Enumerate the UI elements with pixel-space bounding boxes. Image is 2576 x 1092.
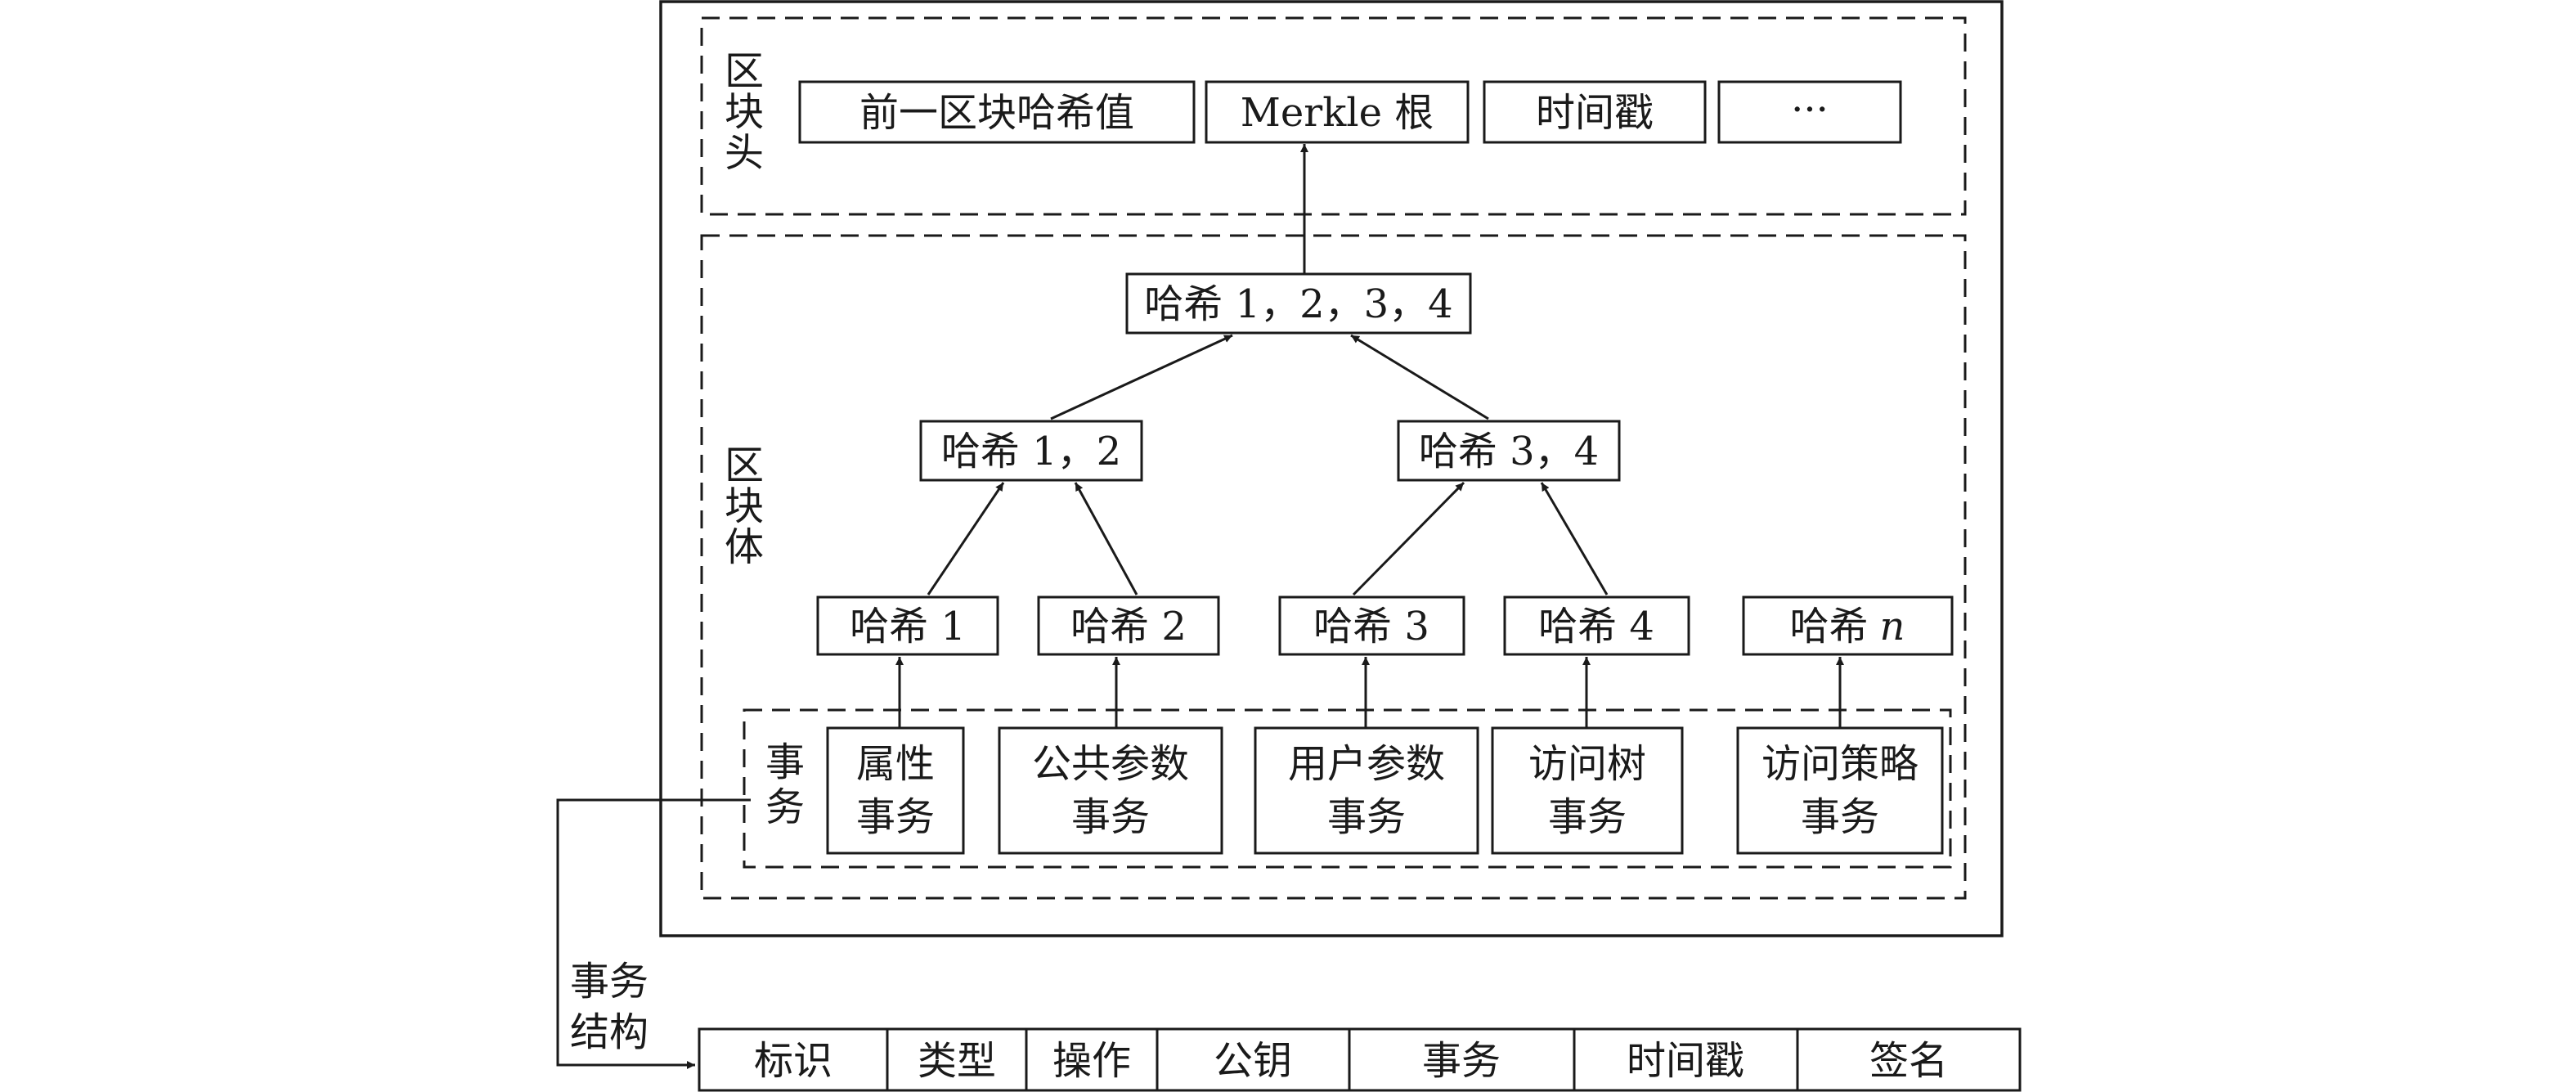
transaction-access-policy: 访问策略 事务 [1736, 726, 1944, 855]
record-field-public-key: 公钥 [1214, 1038, 1292, 1084]
transaction-structure-record: 标识 类型 操作 公钥 事务 时间戳 签名 [698, 1027, 2022, 1092]
record-field-type: 类型 [918, 1038, 996, 1084]
prev-hash-label: 前一区块哈希值 [859, 90, 1134, 136]
transaction-structure-label-line1: 事务 [570, 959, 648, 1004]
hash-34-box [1397, 420, 1621, 482]
record-field-timestamp-box [1573, 1027, 1799, 1092]
record-field-signature-box [1796, 1027, 2022, 1092]
block-body-label-char-2: 块 [725, 483, 764, 529]
transaction-user-params-line1: 用户参数 [1288, 741, 1445, 787]
hash-34-label: 哈希 3，4 [1419, 429, 1599, 474]
hash-1-box [816, 595, 999, 656]
transactions-label-char-2: 务 [765, 784, 805, 830]
edge-hash12-to-hash1234 [1050, 334, 1233, 420]
block-outer-frame [659, 0, 2004, 937]
hash-2-label: 哈希 2 [1070, 604, 1187, 649]
transaction-access-tree-box [1491, 726, 1684, 855]
transaction-public-params: 公共参数 事务 [998, 726, 1223, 855]
record-field-timestamp: 时间戳 [1627, 1038, 1744, 1084]
ellipsis-box [1717, 80, 1902, 144]
transaction-access-policy-line1: 访问策略 [1761, 741, 1919, 787]
transaction-attribute: 属性 事务 [826, 726, 965, 855]
block-body-frame [700, 234, 1967, 900]
edge-hash3-to-hash34 [1352, 481, 1465, 596]
merkle-root-box [1205, 80, 1470, 144]
block-body-section: 区 块 体 哈希 1，2，3，4 哈希 1，2 哈希 3，4 哈希 1 哈希 2… [700, 144, 1967, 900]
ellipsis-label: ··· [1791, 87, 1829, 133]
transaction-user-params-line2: 事务 [1327, 794, 1406, 840]
record-field-identifier: 标识 [754, 1038, 832, 1084]
transaction-user-params: 用户参数 事务 [1254, 726, 1479, 855]
transaction-public-params-box [998, 726, 1223, 855]
transaction-attribute-line2: 事务 [856, 794, 935, 840]
hash-2-box [1037, 595, 1220, 656]
hash-1234-label: 哈希 1，2，3，4 [1144, 281, 1452, 327]
block-body-label-char-1: 区 [725, 443, 764, 488]
transaction-access-tree-line1: 访问树 [1528, 741, 1646, 787]
record-field-operation: 操作 [1052, 1038, 1131, 1084]
block-body-label-char-3: 体 [725, 524, 764, 570]
hash-4-box [1503, 595, 1690, 656]
edge-hash34-to-hash1234 [1350, 334, 1489, 420]
transactions-label-char-1: 事 [765, 739, 805, 785]
hash-12-label: 哈希 1，2 [941, 429, 1121, 474]
transaction-structure-label-line2: 结构 [570, 1009, 648, 1055]
hash-12-box [919, 420, 1143, 482]
hash-n-box [1742, 595, 1954, 656]
record-field-signature: 签名 [1869, 1038, 1948, 1084]
edge-hash4-to-hash34 [1540, 482, 1609, 595]
transactions-section: 事 务 属性 事务 公共参数 事务 用户参数 事务 [743, 657, 1952, 869]
hash-1234-box [1125, 272, 1472, 335]
transaction-attribute-line1: 属性 [856, 741, 935, 787]
transaction-user-params-box [1254, 726, 1479, 855]
transaction-attribute-box [826, 726, 965, 855]
record-field-transaction-box [1348, 1027, 1576, 1092]
hash-n-prefix: 哈希 [1790, 604, 1869, 649]
prev-hash-box [798, 80, 1196, 144]
transaction-access-policy-box [1736, 726, 1944, 855]
block-header-label-char-1: 区 [725, 48, 764, 94]
hash-3-box [1278, 595, 1465, 656]
edge-hash1-to-hash12 [927, 482, 1005, 595]
record-field-transaction: 事务 [1422, 1038, 1501, 1084]
timestamp-box [1483, 80, 1707, 144]
hash-4-label: 哈希 4 [1538, 604, 1654, 649]
hash-3-label: 哈希 3 [1313, 604, 1429, 649]
transaction-access-policy-line2: 事务 [1801, 794, 1879, 840]
block-header-section: 区 块 头 前一区块哈希值 Merkle 根 时间戳 ··· [700, 16, 1967, 216]
timestamp-label: 时间戳 [1536, 90, 1654, 136]
block-header-label-char-2: 块 [725, 89, 764, 135]
transaction-public-params-line2: 事务 [1071, 794, 1150, 840]
transactions-frame [743, 708, 1952, 869]
transaction-access-tree-line2: 事务 [1548, 794, 1627, 840]
transaction-structure-connector [556, 798, 751, 1069]
edge-hash2-to-hash12 [1074, 482, 1138, 595]
hash-1-label: 哈希 1 [850, 604, 966, 649]
merkle-root-label: Merkle 根 [1241, 90, 1434, 136]
block-header-frame [700, 16, 1967, 216]
hash-n-variable: n [1880, 604, 1905, 649]
block-header-label-char-3: 头 [725, 130, 764, 176]
transaction-access-tree: 访问树 事务 [1491, 726, 1684, 855]
transaction-public-params-line1: 公共参数 [1032, 741, 1189, 787]
